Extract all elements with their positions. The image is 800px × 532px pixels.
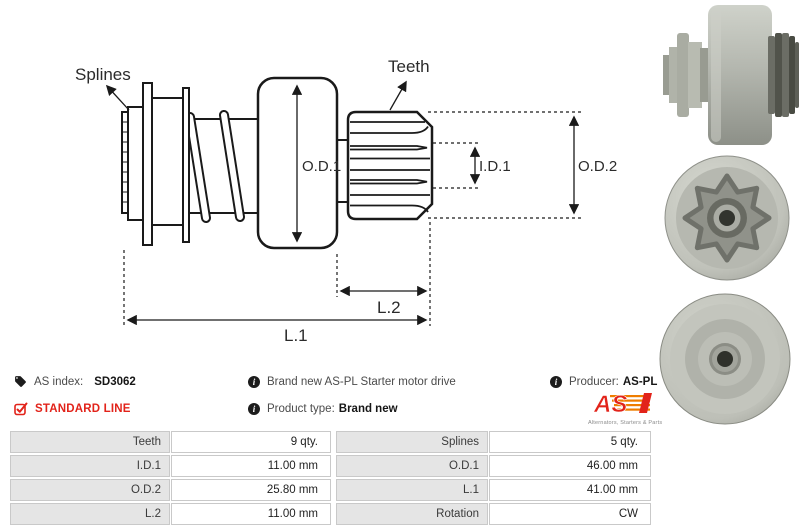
- info-column-middle: i Brand new AS-PL Starter motor drive i …: [248, 374, 456, 428]
- info-icon: i: [248, 402, 260, 415]
- info-column-right: i Producer:AS-PL: [550, 374, 657, 401]
- info-column-left: AS index: SD3062 STANDARD LINE: [14, 374, 136, 428]
- spec-value-cell: 25.80 mm: [171, 479, 331, 501]
- as-index-line: AS index: SD3062: [14, 374, 136, 389]
- producer-line: i Producer:AS-PL: [550, 374, 657, 389]
- label-splines: Splines: [75, 65, 131, 84]
- product-photo-rear-view[interactable]: [653, 287, 798, 433]
- label-id1: I.D.1: [479, 158, 511, 175]
- spec-label-cell: Splines: [336, 431, 488, 453]
- as-pl-logo: AS Alternators, Starters & Parts: [588, 391, 663, 426]
- spec-label-cell: Rotation: [336, 503, 488, 525]
- as-index-label: AS index:: [34, 375, 84, 388]
- description-text: Brand new AS-PL Starter motor drive: [267, 375, 456, 388]
- photo-gear-teeth: [768, 33, 799, 117]
- standard-line: STANDARD LINE: [14, 401, 136, 416]
- spec-value-cell: 9 qty.: [171, 431, 331, 453]
- dimension-dashed-lines: [123, 111, 582, 326]
- table-row: O.D.2 25.80 mm L.1 41.00 mm: [10, 479, 651, 501]
- as-pl-logo-subtext: Alternators, Starters & Parts: [588, 420, 663, 426]
- product-photo-front-view[interactable]: [660, 148, 795, 288]
- label-od1: O.D.1: [302, 158, 341, 175]
- producer-value: AS-PL: [622, 375, 658, 388]
- pinion-gear-drawing: [346, 110, 434, 221]
- splined-shaft-drawing: [121, 82, 190, 246]
- spec-label-cell: Teeth: [10, 431, 170, 453]
- label-l2: L.2: [377, 298, 401, 317]
- spec-label-cell: L.2: [10, 503, 170, 525]
- label-od2: O.D.2: [578, 158, 617, 175]
- spec-value-cell: 11.00 mm: [171, 455, 331, 477]
- info-icon: i: [248, 375, 260, 388]
- spec-label-cell: O.D.1: [336, 455, 488, 477]
- product-photo-side-view[interactable]: [655, 0, 800, 150]
- table-row: Teeth 9 qty. Splines 5 qty.: [10, 431, 651, 453]
- spec-label-cell: O.D.2: [10, 479, 170, 501]
- table-row: I.D.1 11.00 mm O.D.1 46.00 mm: [10, 455, 651, 477]
- spec-label-cell: I.D.1: [10, 455, 170, 477]
- product-type-line: i Product type:Brand new: [248, 401, 456, 416]
- pinion-teeth-lines: [350, 121, 430, 213]
- spec-table: Teeth 9 qty. Splines 5 qty. I.D.1 11.00 …: [10, 431, 651, 527]
- as-index-value: SD3062: [94, 375, 136, 388]
- checked-checkbox-icon: [14, 402, 28, 415]
- standard-line-label: STANDARD LINE: [35, 402, 131, 415]
- label-l1: L.1: [284, 326, 308, 345]
- technical-diagram: Splines Teeth O.D.1 I.D.1 O.D.2 L.2 L.1: [75, 57, 617, 345]
- tag-icon: [15, 376, 26, 387]
- spec-value-cell: CW: [489, 503, 651, 525]
- spline-hatching: [122, 121, 128, 203]
- as-pl-logo-text: AS: [593, 391, 627, 415]
- info-icon: i: [550, 375, 562, 388]
- spec-value-cell: 11.00 mm: [171, 503, 331, 525]
- as-pl-logo-mark: AS: [593, 391, 652, 418]
- spring-drawing: [185, 110, 245, 223]
- spec-value-cell: 5 qty.: [489, 431, 651, 453]
- spec-value-cell: 46.00 mm: [489, 455, 651, 477]
- spec-label-cell: L.1: [336, 479, 488, 501]
- label-teeth: Teeth: [388, 57, 430, 76]
- product-type-value: Brand new: [338, 402, 398, 415]
- spec-value-cell: 41.00 mm: [489, 479, 651, 501]
- description-line: i Brand new AS-PL Starter motor drive: [248, 374, 456, 389]
- table-row: L.2 11.00 mm Rotation CW: [10, 503, 651, 525]
- product-type-label: Product type:: [267, 402, 335, 415]
- dimension-arrows: [105, 80, 580, 326]
- producer-label: Producer:: [569, 375, 619, 388]
